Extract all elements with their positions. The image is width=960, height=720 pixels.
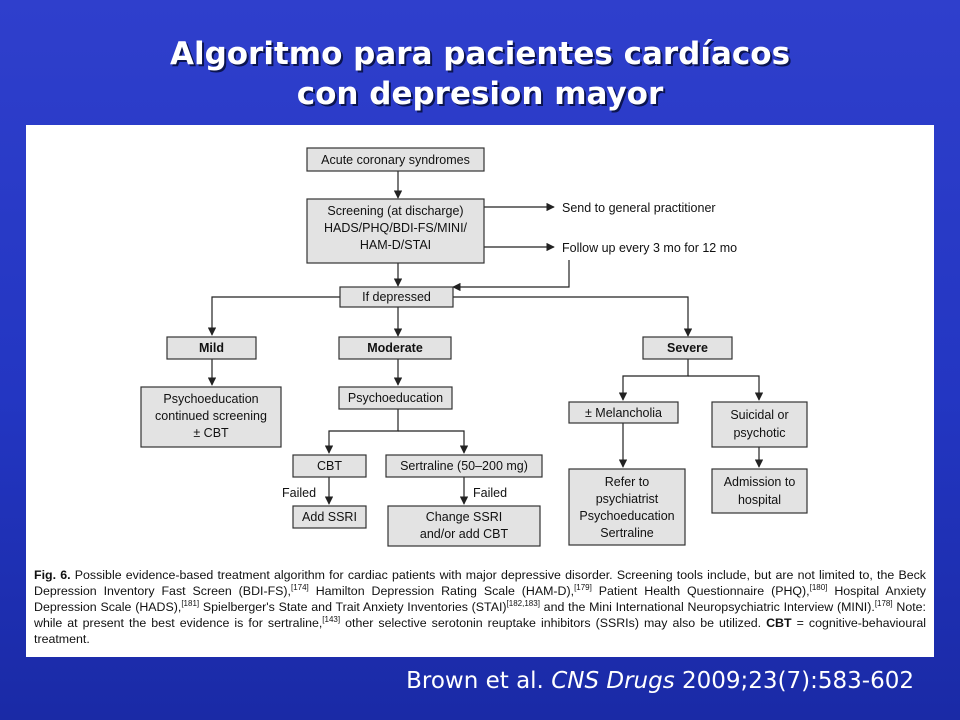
- node-text: Severe: [667, 341, 708, 355]
- caption-ref: [182,183]: [506, 598, 540, 608]
- node-text: Mild: [199, 341, 224, 355]
- node-refer-psychiatrist: Refer to psychiatrist Psychoeducation Se…: [568, 468, 686, 546]
- node-text: ± Melancholia: [585, 406, 662, 420]
- citation: Brown et al. CNS Drugs 2009;23(7):583-60…: [406, 668, 914, 694]
- node-text: Psychoeducation: [579, 509, 674, 523]
- node-text: and/or add CBT: [420, 527, 509, 541]
- node-mild: Mild: [166, 336, 257, 360]
- node-text: Sertraline: [600, 526, 654, 540]
- node-change-ssri: Change SSRI and/or add CBT: [387, 505, 541, 547]
- node-if-depressed: If depressed: [339, 286, 454, 308]
- caption-text: other selective serotonin reuptake inhib…: [340, 616, 767, 630]
- node-screening: Screening (at discharge) HADS/PHQ/BDI-FS…: [306, 198, 485, 264]
- caption-text: Spielberger's State and Trait Anxiety In…: [199, 600, 507, 614]
- caption-ref: [181]: [181, 598, 200, 608]
- node-text: Add SSRI: [302, 510, 357, 524]
- send-to-gp-label: Send to general practitioner: [562, 201, 716, 215]
- algorithm-flowchart: Acute coronary syndromes Screening (at d…: [140, 147, 808, 547]
- caption-ref: [179]: [574, 582, 592, 592]
- node-text: Admission to: [724, 475, 796, 489]
- citation-journal: CNS Drugs: [551, 668, 675, 694]
- caption-ref: [174]: [290, 582, 309, 592]
- node-text: Psychoeducation: [348, 391, 443, 405]
- node-text: psychiatrist: [596, 492, 659, 506]
- slide-title-line-2: con depresion mayor: [296, 76, 664, 112]
- caption-ref: [178]: [874, 598, 893, 608]
- citation-details: 2009;23(7):583-602: [674, 668, 914, 694]
- edge-if-depressed-severe: [453, 296, 693, 337]
- figure-panel: Acute coronary syndromes Screening (at d…: [26, 125, 934, 657]
- node-text: Acute coronary syndromes: [321, 153, 470, 167]
- caption-text: Patient Health Questionnaire (PHQ),: [591, 584, 810, 598]
- edge-psychoeducation-cbt: [324, 409, 399, 454]
- node-text: Refer to: [605, 475, 650, 489]
- edge-follow-up-if-depressed: [452, 260, 570, 292]
- slide-title-line-1: Algoritmo para pacientes cardíacos: [169, 36, 791, 72]
- node-text: If depressed: [362, 290, 431, 304]
- caption-text: Hospital Anxiety Depression Scale (HADS)…: [34, 584, 926, 614]
- node-text: CBT: [317, 459, 342, 473]
- node-text: psychotic: [733, 426, 785, 440]
- node-text: hospital: [738, 493, 781, 507]
- caption-text: = cognitive-behavioural treatment.: [34, 616, 926, 646]
- node-mild-psychoeducation: Psychoeducation continued screening ± CB…: [140, 386, 282, 448]
- edge-severe-suicidal: [688, 375, 764, 401]
- slide-title: Algoritmo para pacientes cardíacos con d…: [0, 34, 960, 114]
- node-text: Screening (at discharge): [327, 204, 463, 218]
- edge-if-depressed-mild: [207, 296, 340, 336]
- node-text: Change SSRI: [426, 510, 502, 524]
- failed-label-left: Failed: [282, 486, 316, 500]
- node-suicidal-psychotic: Suicidal or psychotic: [711, 401, 808, 448]
- caption-text: Possible evidence-based treatment algori…: [34, 568, 926, 598]
- node-sertraline: Sertraline (50–200 mg): [385, 454, 543, 478]
- node-acute-coronary-syndromes: Acute coronary syndromes: [306, 147, 485, 172]
- caption-ref: [180]: [809, 582, 828, 592]
- node-moderate: Moderate: [338, 336, 452, 360]
- flowchart-edges: [207, 171, 764, 505]
- caption-text: Note: while at present the best evidence…: [34, 600, 926, 630]
- node-moderate-psychoeducation: Psychoeducation: [338, 386, 453, 410]
- node-severe: Severe: [642, 336, 733, 360]
- caption-ref: [143]: [322, 614, 341, 624]
- node-text: continued screening: [155, 409, 267, 423]
- caption-text: Hamilton Depression Rating Scale (HAM-D)…: [308, 584, 575, 598]
- citation-authors: Brown et al.: [406, 668, 552, 694]
- figure-caption: Fig. 6. Possible evidence-based treatmen…: [34, 567, 926, 647]
- node-text: Sertraline (50–200 mg): [400, 459, 528, 473]
- node-melancholia: ± Melancholia: [568, 401, 679, 424]
- node-text: HADS/PHQ/BDI-FS/MINI/: [324, 221, 468, 235]
- edge-severe-melancholia: [618, 359, 689, 401]
- caption-text: and the Mini International Neuropsychiat…: [539, 600, 875, 614]
- caption-label: Fig. 6.: [34, 568, 71, 582]
- node-text: HAM-D/STAI: [360, 238, 431, 252]
- node-add-ssri: Add SSRI: [292, 505, 367, 529]
- edge-psychoeducation-sertraline: [398, 430, 469, 454]
- follow-up-label: Follow up every 3 mo for 12 mo: [562, 241, 737, 255]
- failed-label-right: Failed: [473, 486, 507, 500]
- node-text: Psychoeducation: [163, 392, 258, 406]
- caption-cbt-term: CBT: [766, 616, 792, 630]
- node-text: ± CBT: [193, 426, 229, 440]
- node-admission-hospital: Admission to hospital: [711, 468, 808, 514]
- node-text: Moderate: [367, 341, 423, 355]
- node-text: Suicidal or: [730, 408, 788, 422]
- node-cbt: CBT: [292, 454, 367, 478]
